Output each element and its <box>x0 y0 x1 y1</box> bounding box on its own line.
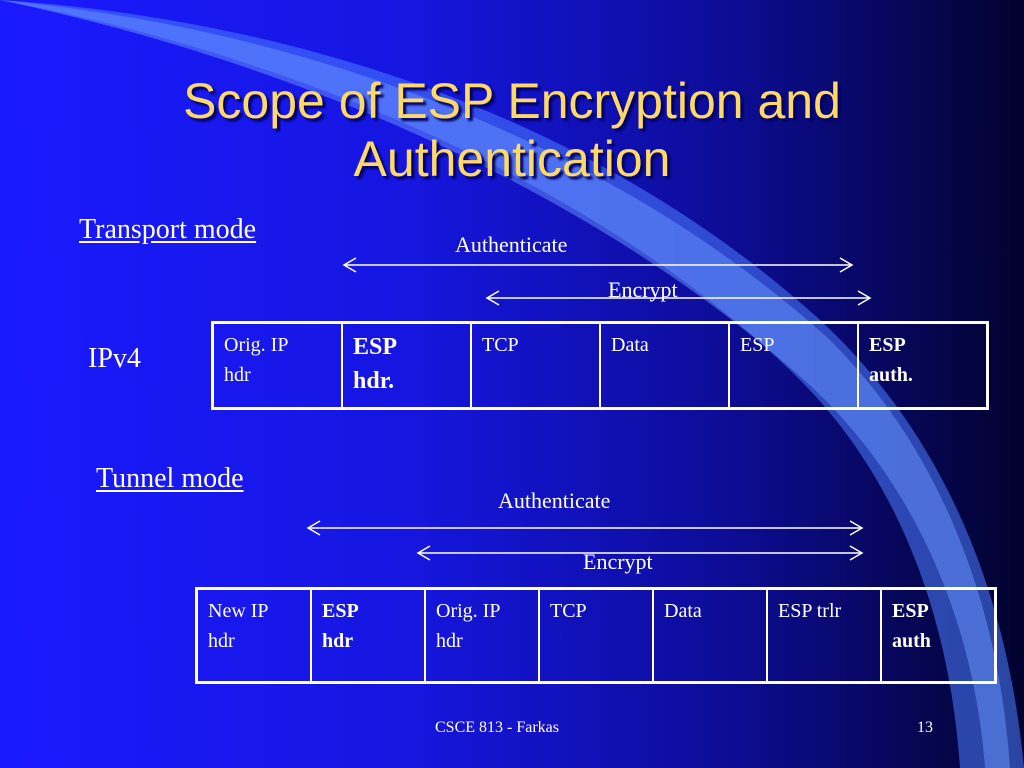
packet-cell-esp-trailer: ESP <box>728 321 859 410</box>
tunnel-mode-label: Tunnel mode <box>96 463 244 494</box>
packet-cell-esp-trailer: ESP trlr <box>766 587 882 684</box>
packet-cell-tcp: TCP <box>538 587 654 684</box>
tunnel-authenticate-arrow <box>306 520 864 536</box>
tunnel-encrypt-label: Encrypt <box>583 549 653 574</box>
slide-title-line1: Scope of ESP Encryption and <box>183 73 841 129</box>
slide-title: Scope of ESP Encryption and Authenticati… <box>0 72 1024 188</box>
transport-authenticate-arrow <box>342 257 854 273</box>
packet-cell-tcp: TCP <box>470 321 601 410</box>
packet-cell-data: Data <box>652 587 768 684</box>
transport-authenticate-label: Authenticate <box>455 232 568 257</box>
slide-title-line2: Authentication <box>353 131 671 187</box>
ipv4-label: IPv4 <box>88 343 141 374</box>
transport-encrypt-label: Encrypt <box>608 277 678 302</box>
transport-mode-label: Transport mode <box>79 214 257 245</box>
packet-cell-data: Data <box>599 321 730 410</box>
tunnel-authenticate-label: Authenticate <box>498 488 611 513</box>
page-number: 13 <box>917 719 933 736</box>
transport-encrypt-arrow <box>485 290 872 306</box>
footer-text: CSCE 813 - Farkas <box>435 719 559 736</box>
